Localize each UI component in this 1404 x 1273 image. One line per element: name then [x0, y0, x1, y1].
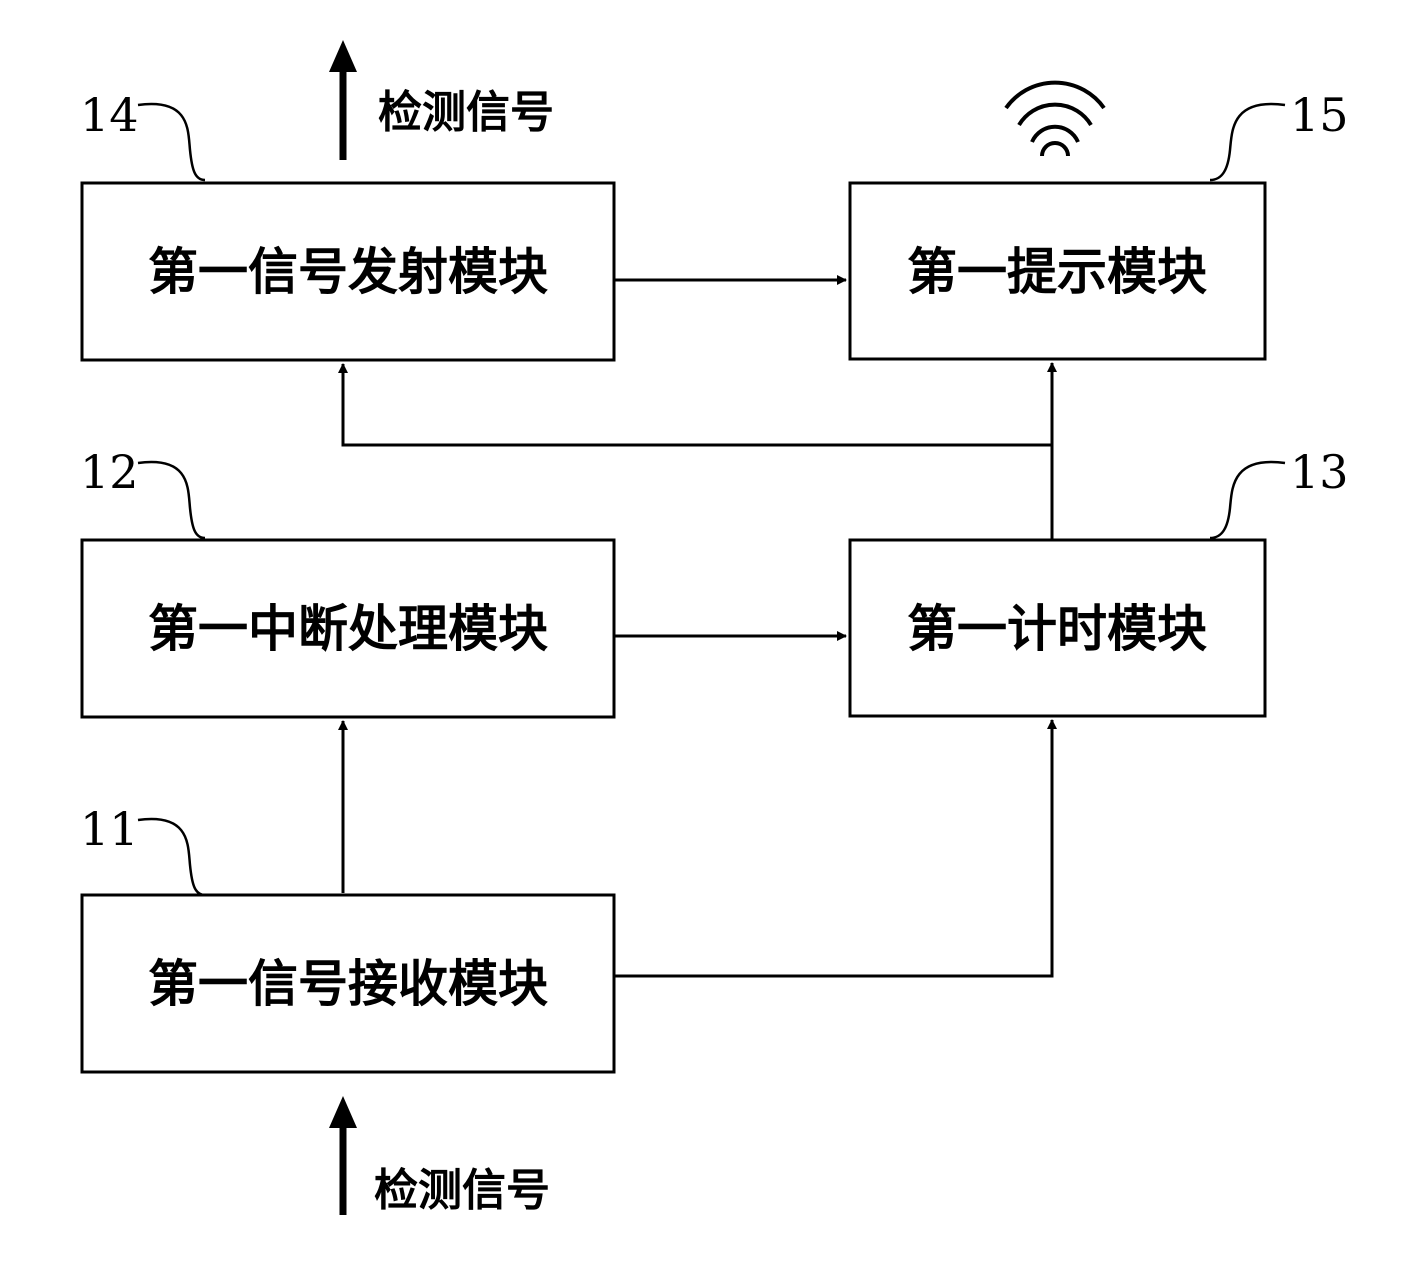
- module-prompt: 第一提示模块: [848, 181, 1267, 361]
- ref-number-11: 11: [80, 802, 139, 856]
- leader-line-11: [137, 817, 206, 897]
- output-signal: 检测信号: [329, 40, 554, 160]
- module-interrupt-label: 第一中断处理模块: [148, 599, 548, 658]
- wireless-signal-icon: [1004, 80, 1106, 157]
- module-timer-label: 第一计时模块: [907, 599, 1207, 658]
- arrow-timer-to-transmit: [338, 363, 1052, 447]
- module-signal-transmit: 第一信号发射模块: [80, 181, 616, 362]
- module-interrupt: 第一中断处理模块: [80, 538, 616, 719]
- leader-line-13: [1209, 460, 1286, 540]
- ref-number-14: 14: [80, 88, 139, 142]
- output-arrow-icon: [329, 40, 357, 72]
- input-signal: 检测信号: [329, 1096, 550, 1216]
- input-signal-label: 检测信号: [374, 1165, 550, 1216]
- leader-line-14: [137, 102, 206, 182]
- module-signal-transmit-label: 第一信号发射模块: [148, 242, 548, 301]
- ref-number-12: 12: [80, 445, 139, 499]
- leader-line-15: [1209, 102, 1286, 182]
- leader-line-12: [137, 460, 206, 540]
- module-prompt-label: 第一提示模块: [907, 242, 1207, 301]
- ref-number-15: 15: [1290, 88, 1349, 142]
- module-signal-receive: 第一信号接收模块: [80, 893, 616, 1074]
- input-arrow-icon: [329, 1096, 357, 1128]
- ref-number-13: 13: [1290, 445, 1349, 499]
- arrow-receive-to-timer: [614, 719, 1057, 978]
- output-signal-label: 检测信号: [378, 87, 554, 138]
- module-timer: 第一计时模块: [848, 538, 1267, 718]
- module-signal-receive-label: 第一信号接收模块: [148, 954, 548, 1013]
